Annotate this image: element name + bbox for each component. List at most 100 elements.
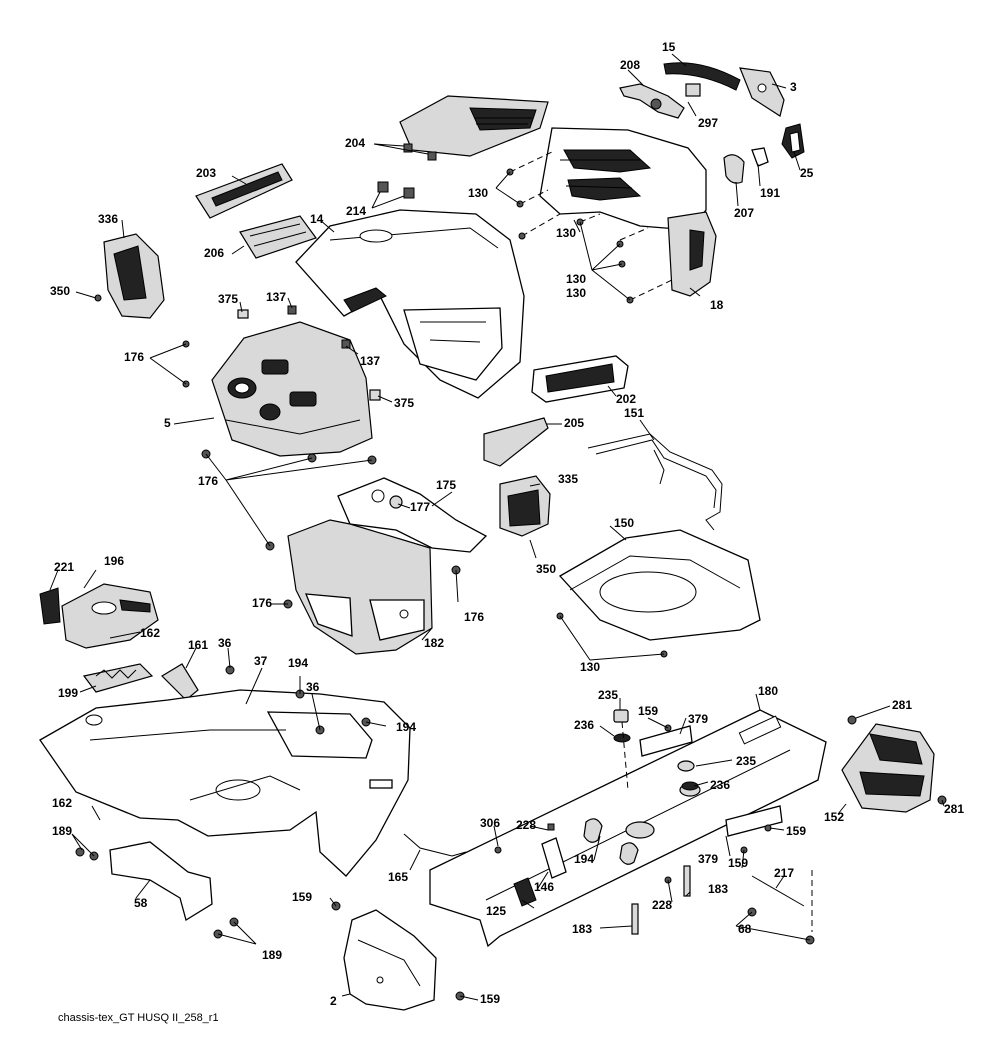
label-206[interactable]: 206: [204, 246, 225, 260]
part-235-spacer[interactable]: [613, 709, 629, 723]
label-159-bottom[interactable]: 159: [480, 992, 501, 1006]
label-36-left[interactable]: 36: [218, 636, 232, 650]
part-2-front-bracket[interactable]: [343, 909, 437, 1011]
part-165-rod[interactable]: [403, 833, 467, 857]
label-130-floor[interactable]: 130: [580, 660, 601, 674]
label-175[interactable]: 175: [436, 478, 457, 492]
part-205-trim[interactable]: [483, 417, 549, 467]
label-151[interactable]: 151: [624, 406, 645, 420]
label-297[interactable]: 297: [698, 116, 719, 130]
label-208[interactable]: 208: [620, 58, 641, 72]
label-162-upper[interactable]: 162: [140, 626, 161, 640]
label-159-mid[interactable]: 159: [786, 824, 807, 838]
label-194-lower[interactable]: 194: [574, 852, 595, 866]
label-375-lower[interactable]: 375: [394, 396, 415, 410]
part-151-bracket[interactable]: [587, 433, 723, 531]
part-297-block[interactable]: [685, 83, 701, 97]
label-336[interactable]: 336: [98, 212, 119, 226]
part-177-knob[interactable]: [389, 495, 403, 509]
part-5-dash-panel[interactable]: [211, 321, 373, 457]
label-137-upper[interactable]: 137: [266, 290, 287, 304]
label-202[interactable]: 202: [616, 392, 637, 406]
label-191[interactable]: 191: [760, 186, 781, 200]
label-194-mid[interactable]: 194: [396, 720, 417, 734]
part-199-plate[interactable]: [82, 663, 154, 693]
label-125[interactable]: 125: [486, 904, 507, 918]
label-5[interactable]: 5: [164, 416, 171, 430]
label-204[interactable]: 204: [345, 136, 366, 150]
label-130-lower[interactable]: 130: [566, 272, 587, 286]
label-14[interactable]: 14: [310, 212, 324, 226]
label-183-right[interactable]: 183: [708, 882, 729, 896]
grille-housing[interactable]: [539, 127, 707, 231]
label-207[interactable]: 207: [734, 206, 755, 220]
label-25[interactable]: 25: [800, 166, 814, 180]
label-68[interactable]: 68: [738, 922, 752, 936]
part-206-vent[interactable]: [239, 215, 317, 259]
label-203[interactable]: 203: [196, 166, 217, 180]
label-235-lower[interactable]: 235: [736, 754, 757, 768]
part-161-pedal[interactable]: [161, 663, 199, 701]
label-176-left[interactable]: 176: [252, 596, 273, 610]
label-18[interactable]: 18: [710, 298, 724, 312]
label-176-mid[interactable]: 176: [198, 474, 219, 488]
label-37[interactable]: 37: [254, 654, 268, 668]
label-137-lower[interactable]: 137: [360, 354, 381, 368]
label-15[interactable]: 15: [662, 40, 676, 54]
label-189-upper[interactable]: 189: [52, 824, 73, 838]
label-176-right[interactable]: 176: [464, 610, 485, 624]
part-375-cap[interactable]: [237, 309, 249, 319]
label-130-mid[interactable]: 130: [556, 226, 577, 240]
label-162-lower[interactable]: 162: [52, 796, 73, 810]
label-177[interactable]: 177: [410, 500, 431, 514]
label-281-lower[interactable]: 281: [944, 802, 965, 816]
label-281-upper[interactable]: 281: [892, 698, 913, 712]
label-146[interactable]: 146: [534, 880, 555, 894]
label-375-upper[interactable]: 375: [218, 292, 239, 306]
label-176-upper[interactable]: 176: [124, 350, 145, 364]
label-2[interactable]: 2: [330, 994, 337, 1008]
label-152[interactable]: 152: [824, 810, 845, 824]
label-236-upper[interactable]: 236: [574, 718, 595, 732]
label-306[interactable]: 306: [480, 816, 501, 830]
label-379-lower[interactable]: 379: [698, 852, 719, 866]
part-58-bracket[interactable]: [109, 841, 213, 922]
label-199[interactable]: 199: [58, 686, 79, 700]
label-130-upper[interactable]: 130: [468, 186, 489, 200]
label-165[interactable]: 165: [388, 870, 409, 884]
label-3[interactable]: 3: [790, 80, 797, 94]
label-228-upper[interactable]: 228: [516, 818, 537, 832]
part-15-trim-bar[interactable]: [663, 62, 741, 91]
label-350-lower[interactable]: 350: [536, 562, 557, 576]
part-207-socket[interactable]: [723, 154, 745, 184]
label-217[interactable]: 217: [774, 866, 795, 880]
part-214-clip[interactable]: [377, 181, 389, 193]
part-191-lamp[interactable]: [751, 147, 769, 167]
label-159-lower[interactable]: 159: [728, 856, 749, 870]
label-150[interactable]: 150: [614, 516, 635, 530]
part-221-strip[interactable]: [39, 587, 61, 625]
label-350-upper[interactable]: 350: [50, 284, 71, 298]
label-161[interactable]: 161: [188, 638, 209, 652]
label-194-upper[interactable]: 194: [288, 656, 309, 670]
label-196[interactable]: 196: [104, 554, 125, 568]
part-125-lever[interactable]: [513, 877, 537, 907]
label-182[interactable]: 182: [424, 636, 445, 650]
label-159-left[interactable]: 159: [292, 890, 313, 904]
label-221[interactable]: 221: [54, 560, 75, 574]
label-130-extra[interactable]: 130: [566, 286, 587, 300]
part-146-plate[interactable]: [541, 837, 567, 879]
label-58[interactable]: 58: [134, 896, 148, 910]
label-205[interactable]: 205: [564, 416, 585, 430]
part-379-plate[interactable]: [639, 725, 693, 757]
label-183-left[interactable]: 183: [572, 922, 593, 936]
label-36-right[interactable]: 36: [306, 680, 320, 694]
label-228-lower[interactable]: 228: [652, 898, 673, 912]
label-335[interactable]: 335: [558, 472, 579, 486]
label-180[interactable]: 180: [758, 684, 779, 698]
label-236-lower[interactable]: 236: [710, 778, 731, 792]
label-159-upper[interactable]: 159: [638, 704, 659, 718]
label-379-upper[interactable]: 379: [688, 712, 709, 726]
label-235-upper[interactable]: 235: [598, 688, 619, 702]
label-214[interactable]: 214: [346, 204, 367, 218]
